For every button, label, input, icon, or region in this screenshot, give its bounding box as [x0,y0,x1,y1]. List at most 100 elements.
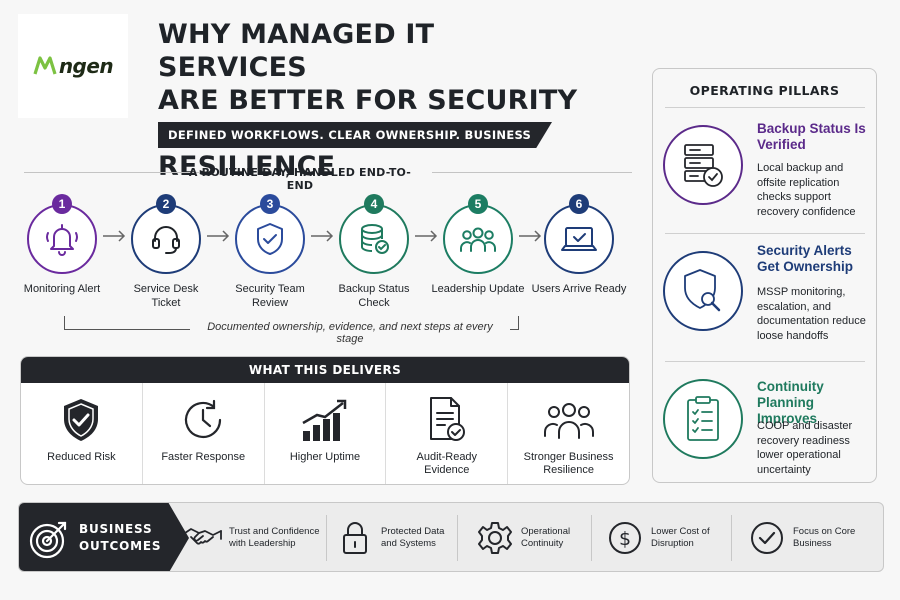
deliver-item: Higher Uptime [265,383,387,484]
outcome-item: $ Lower Cost of Disruption [605,503,710,571]
arrow-right-icon [311,230,334,242]
step-icon-ring [339,204,409,274]
workflow-footnote: Documented ownership, evidence, and next… [190,321,510,345]
outcome-label-line: Lower Cost of [651,525,710,537]
divider [457,515,458,561]
logo-mark-icon [33,56,57,75]
step-label: Service Desk Ticket [133,283,199,309]
outcome-label-line: Trust and Confidence [229,525,320,537]
arrow-right-icon [207,230,230,242]
deliver-label: Audit-Ready Evidence [416,451,478,476]
divider [24,172,200,173]
outcome-label-line: Operational [521,525,571,537]
padlock-icon [343,522,367,554]
outcome-label-line: Disruption [651,538,694,549]
pillars-title: OPERATING PILLARS [689,83,840,98]
arrow-right-icon [103,230,126,242]
laptop-check-icon [561,227,597,251]
deliver-item: Stronger Business Resilience [508,383,629,484]
step-number: 5 [468,194,488,214]
step-label: Monitoring Alert [23,283,101,295]
shield-search-icon [684,269,721,312]
bell-icon [46,224,78,256]
clipboard-checklist-icon [687,396,719,441]
pillar-desc: MSSP monitoring, escalation, and documen… [757,286,866,342]
deliver-item: Reduced Risk [21,383,143,484]
outcomes-header: BUSINESS OUTCOMES [19,503,189,571]
divider [591,515,592,561]
handshake-icon [184,528,222,545]
delivers-title: WHAT THIS DELIVERS [21,357,629,383]
server-check-icon [684,144,723,187]
title-line: WHY MANAGED IT SERVICES [158,19,435,83]
deliver-item: Audit-Ready Evidence [386,383,509,484]
document-check-icon [429,397,465,441]
svg-text:$: $ [619,528,631,550]
growth-chart-icon [302,399,347,441]
brand-logo: ngen [18,14,128,118]
outcome-label-line: Business [793,538,832,549]
step-label: Leadership Update [431,283,525,295]
divider [731,515,732,561]
step-number: 3 [260,194,280,214]
step-icon-ring [131,204,201,274]
outcome-item: Trust and Confidence with Leadership [183,503,320,571]
tagline-banner: DEFINED WORKFLOWS. CLEAR OWNERSHIP. BUSI… [158,122,552,148]
pillar-title: Security Alerts Get Ownership [757,243,854,274]
outcomes-bar: BUSINESS OUTCOMES Trust and Confidence w… [18,502,884,572]
outcomes-title-line: OUTCOMES [79,539,162,553]
step-number: 1 [52,194,72,214]
page-title: WHY MANAGED IT SERVICES ARE BETTER FOR S… [158,18,578,183]
deliver-label: Reduced Risk [47,451,116,463]
pillar-icon-ring [663,251,743,331]
outcomes-title-line: BUSINESS [79,522,153,536]
team-icon [460,227,496,252]
deliver-item: Faster Response [143,383,265,484]
outcome-label-line: Focus on Core [793,525,856,537]
step-icon-ring [443,204,513,274]
outcome-label-line: Protected Data [381,525,445,537]
pillar-item: Backup Status Is Verified Local backup a… [653,115,878,231]
dollar-icon: $ [609,522,641,554]
outcome-item: Focus on Core Business [747,503,856,571]
clock-icon [185,399,222,439]
divider [432,172,632,173]
step-icon-ring [27,204,97,274]
step-label: Security Team Review [235,283,305,309]
outcome-label-line: Continuity [521,538,564,549]
check-circle-icon [751,522,783,554]
title-line: ARE BETTER FOR SECURITY [158,85,578,116]
pillar-item: Continuity Planning Improves COOP and di… [653,371,878,487]
database-check-icon [361,224,389,254]
step-number: 2 [156,194,176,214]
workflow-title: A ROUTINE DAY, HANDLED END-TO-END [188,166,412,192]
pillar-desc: COOP and disaster recovery readiness low… [757,420,853,476]
pillar-icon-ring [663,379,743,459]
headset-icon [152,226,180,254]
step-number: 6 [569,194,589,214]
step-label: Backup Status Check [338,283,410,309]
target-icon [29,521,67,559]
pillar-item: Security Alerts Get Ownership MSSP monit… [653,243,878,359]
pillar-title: Continuity Planning Improves [757,379,824,426]
outcome-label-line: and Systems [381,538,436,549]
pillar-title: Backup Status Is Verified [757,121,866,152]
logo-text: ngen [58,54,114,78]
outcome-item: Operational Continuity [475,503,571,571]
gear-icon [478,522,512,554]
divider [665,107,865,108]
outcome-label-line: with Leadership [229,538,296,549]
delivers-panel: WHAT THIS DELIVERS Reduced Risk [20,356,630,485]
step-icon-ring [544,204,614,274]
pillar-icon-ring [663,125,743,205]
arrow-right-icon [519,230,542,242]
step-icon-ring [235,204,305,274]
step-label: Users Arrive Ready [531,283,627,295]
divider [326,515,327,561]
divider [665,233,865,234]
deliver-label: Stronger Business Resilience [523,451,614,476]
deliver-label: Faster Response [161,451,246,463]
pillar-desc: Local backup and offsite replication che… [757,162,856,218]
shield-check-icon [257,223,283,255]
divider [665,361,865,362]
